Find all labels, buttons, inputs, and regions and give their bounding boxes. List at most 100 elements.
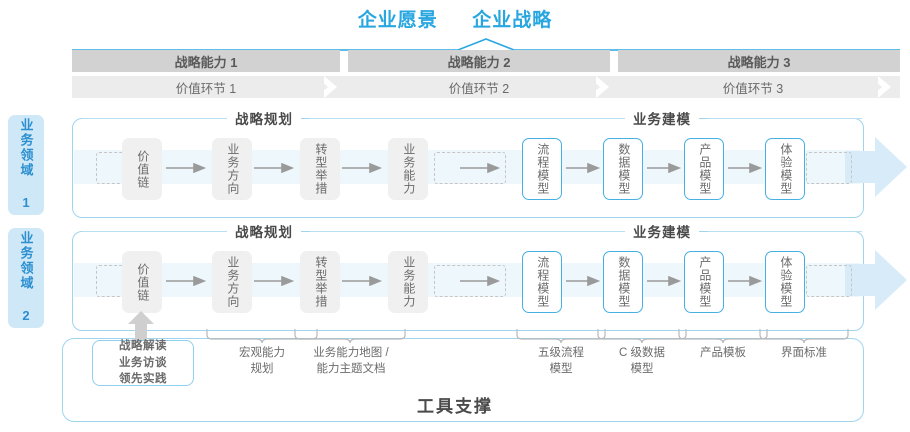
row-1-node-1-label: 价值链: [135, 149, 150, 189]
bottom-label-3-line-2: 模型: [549, 362, 573, 375]
row-1-flow-arrow-icon: [845, 137, 907, 197]
row-2-node-8[interactable]: 体验模型: [765, 251, 805, 313]
tool-box-line-2: 业务访谈: [119, 356, 167, 369]
row-1-node-7-label: 产品模型: [697, 143, 712, 195]
row-1-node-4-label: 业务能力: [401, 143, 416, 195]
value-band-2: 价值环节 2: [348, 76, 610, 98]
page-title-strategy: 企业战略: [472, 10, 553, 31]
bracket-6: [759, 329, 849, 343]
bracket-2: [294, 329, 406, 343]
row-1-node-3[interactable]: 转型举措: [300, 138, 340, 200]
row-2-placeholder-2: [434, 265, 506, 297]
value-band-2-label: 价值环节 2: [448, 81, 510, 96]
row-2-node-5-label: 流程模型: [535, 256, 550, 308]
sidebar-item-domain-2[interactable]: 业务领域 2: [8, 228, 44, 328]
row-2-node-6-label: 数据模型: [616, 256, 631, 308]
row-1-pale-band: [74, 150, 860, 184]
bracket-4: [597, 329, 687, 343]
row-2-flow-arrow-icon: [845, 250, 907, 310]
tool-box-strategy[interactable]: 战略解读 业务访谈 领先实践: [92, 340, 194, 386]
sidebar-item-domain-1[interactable]: 业务领域 1: [8, 115, 44, 215]
row-1-section-right-title: 业务建模: [625, 108, 699, 128]
row-2-arrow-3-icon: [342, 276, 383, 286]
row-2-placeholder-3: [806, 265, 852, 297]
row-1-arrow-4-icon: [460, 163, 501, 173]
capability-band-1-label: 战略能力 1: [174, 54, 238, 70]
row-1-section-left-title: 战略规划: [227, 108, 301, 128]
bottom-label-1-line-2: 规划: [250, 362, 274, 375]
tool-box-line-3: 领先实践: [119, 373, 167, 386]
capability-band-1: 战略能力 1: [72, 50, 340, 72]
row-1-rule-right: [708, 118, 862, 119]
row-2-node-1-label: 价值链: [135, 262, 150, 302]
row-2-section-left-title: 战略规划: [227, 221, 301, 241]
row-2-node-8-label: 体验模型: [778, 256, 793, 308]
row-2-node-3[interactable]: 转型举措: [300, 251, 340, 313]
row-1-node-6-label: 数据模型: [616, 143, 631, 195]
tool-support-container: [62, 338, 864, 422]
row-2-node-7-label: 产品模型: [697, 256, 712, 308]
row-1-node-1[interactable]: 价值链: [122, 138, 162, 200]
row-2-node-4-label: 业务能力: [401, 256, 416, 308]
sidebar-item-domain-2-label: 业务领域 2: [18, 231, 34, 325]
bottom-label-3-line-1: 五级流程: [538, 347, 584, 359]
chevron-separator-3-icon: [878, 76, 891, 98]
bracket-3: [516, 329, 606, 343]
row-2-pale-band: [74, 263, 860, 297]
bottom-label-3: 五级流程 模型: [513, 346, 609, 377]
bottom-label-4-line-2: 模型: [630, 362, 654, 375]
row-2-node-2[interactable]: 业务方向: [212, 251, 252, 313]
row-1-arrow-5-icon: [566, 163, 601, 173]
row-1-node-2[interactable]: 业务方向: [212, 138, 252, 200]
row-1-arrow-6-icon: [647, 163, 682, 173]
value-band-strip: [72, 76, 900, 98]
row-2-arrow-7-icon: [728, 276, 763, 286]
row-1-node-5[interactable]: 流程模型: [522, 138, 562, 200]
row-2-arrow-1-icon: [166, 276, 207, 286]
value-band-3-label: 价值环节 3: [722, 81, 784, 96]
row-1-placeholder-3: [806, 152, 852, 184]
row-1-arrow-7-icon: [728, 163, 763, 173]
row-2-rule-mid-left: [310, 231, 515, 232]
row-2-arrow-6-icon: [647, 276, 682, 286]
chevron-separator-1-icon: [324, 76, 337, 98]
row-2-node-5[interactable]: 流程模型: [522, 251, 562, 313]
page-title-vision: 企业愿景: [357, 10, 438, 31]
tool-box-line-1: 战略解读: [119, 340, 167, 352]
row-1-node-6[interactable]: 数据模型: [603, 138, 643, 200]
footer-title: 工具支撑: [417, 397, 493, 416]
capability-band-2-label: 战略能力 2: [447, 54, 511, 70]
bottom-label-6-line-1: 界面标准: [781, 347, 827, 359]
row-2-section-right-title: 业务建模: [625, 221, 699, 241]
row-1-node-3-label: 转型举措: [313, 143, 328, 195]
bottom-label-1-line-1: 宏观能力: [239, 347, 285, 359]
value-band-3: 价值环节 3: [618, 76, 888, 98]
row-2-node-7[interactable]: 产品模型: [684, 251, 724, 313]
bottom-label-5: 产品模板: [675, 346, 771, 362]
row-1-node-8[interactable]: 体验模型: [765, 138, 805, 200]
row-1-node-4[interactable]: 业务能力: [388, 138, 428, 200]
capability-band-2: 战略能力 2: [348, 50, 610, 72]
bottom-label-2-line-1: 业务能力地图 /: [313, 347, 389, 359]
chevron-separator-2-icon: [596, 76, 609, 98]
row-2-rule-left: [82, 231, 227, 232]
row-1-node-8-label: 体验模型: [778, 143, 793, 195]
bottom-label-4: C 级数据 模型: [594, 346, 690, 377]
row-2-arrow-4-icon: [460, 276, 501, 286]
row-2-node-3-label: 转型举措: [313, 256, 328, 308]
value-band-1: 价值环节 1: [72, 76, 340, 98]
bottom-label-4-line-1: C 级数据: [619, 347, 665, 359]
bracket-5: [678, 329, 768, 343]
row-1-arrow-1-icon: [166, 163, 207, 173]
row-1-node-7[interactable]: 产品模型: [684, 138, 724, 200]
row-2-rule-right: [708, 231, 862, 232]
row-2-node-1[interactable]: 价值链: [122, 251, 162, 313]
row-1-node-2-label: 业务方向: [225, 143, 240, 195]
header-titles: 企业愿景 企业战略: [0, 5, 910, 32]
row-2-node-4[interactable]: 业务能力: [388, 251, 428, 313]
value-band-1-label: 价值环节 1: [175, 81, 237, 96]
bottom-label-6: 界面标准: [756, 346, 852, 362]
row-2-arrow-5-icon: [566, 276, 601, 286]
row-2-node-6[interactable]: 数据模型: [603, 251, 643, 313]
